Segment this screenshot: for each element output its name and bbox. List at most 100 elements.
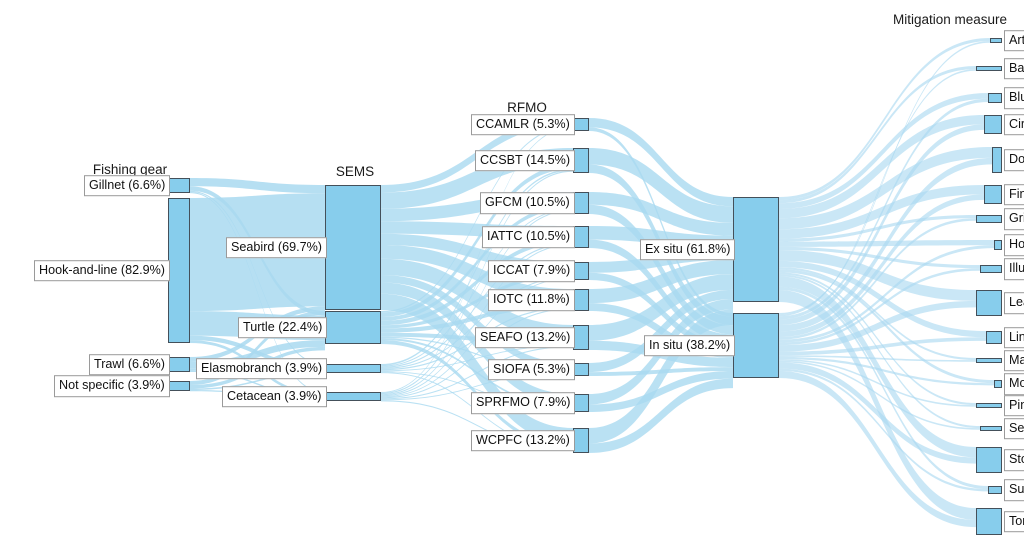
node-mitigation-17[interactable] [976, 508, 1002, 535]
sankey-link [381, 244, 573, 397]
node-mitigation-8[interactable] [980, 265, 1002, 273]
sankey-link [779, 355, 976, 362]
node-label-mitigation-8: Illuminator (2.6%) [1004, 258, 1024, 280]
sankey-link [381, 302, 573, 333]
sankey-link [381, 345, 573, 372]
sankey-link [589, 378, 733, 453]
node-sems-3[interactable] [325, 392, 381, 401]
node-label-mitigation-11: Magnet (1.3%) [1004, 349, 1024, 372]
node-label-sems-2: Elasmobranch (3.9%) [196, 357, 328, 380]
node-fishing_gear-3[interactable] [168, 381, 190, 391]
sankey-link [381, 208, 573, 367]
sankey-link [589, 148, 733, 223]
sankey-link [589, 127, 733, 317]
node-label-mitigation-4: Double-weight branch line (13.2%) [1004, 149, 1024, 171]
node-label-fishing_gear-0: Gillnet (6.6%) [84, 174, 171, 197]
node-sems-0[interactable] [325, 185, 381, 310]
sankey-link [381, 400, 573, 451]
node-rfmo-1[interactable] [573, 148, 589, 173]
node-label-rfmo-8: SPRFMO (7.9%) [471, 392, 576, 414]
node-fishing_gear-0[interactable] [168, 178, 190, 193]
node-rfmo-4[interactable] [573, 262, 589, 280]
sankey-link [381, 170, 573, 395]
sankey-link [779, 41, 990, 315]
node-mitigation-4[interactable] [992, 147, 1002, 173]
node-label-sems-0: Seabird (69.7%) [226, 236, 328, 259]
node-mitigation-5[interactable] [984, 185, 1002, 204]
sankey-link [779, 267, 976, 361]
node-fishing_gear-2[interactable] [168, 357, 190, 372]
node-fishing_gear-1[interactable] [168, 198, 190, 343]
node-mitigation-13[interactable] [976, 403, 1002, 408]
sankey-link [779, 93, 988, 209]
node-mitigation-2[interactable] [988, 93, 1002, 103]
sankey-link [779, 274, 980, 429]
node-label-rfmo-6: SEAFO (13.2%) [475, 326, 576, 349]
node-mitigation-14[interactable] [980, 426, 1002, 431]
node-rfmo-6[interactable] [573, 325, 589, 350]
node-label-mitigation-1: Baffler (1.3%) [1004, 57, 1024, 80]
node-rfmo-2[interactable] [573, 192, 589, 214]
node-label-rfmo-3: IATTC (10.5%) [482, 226, 576, 248]
sankey-link [190, 310, 325, 385]
node-mitigation-12[interactable] [994, 380, 1002, 388]
sankey-link [381, 346, 573, 400]
sankey-link [779, 38, 990, 201]
node-rfmo-3[interactable] [573, 226, 589, 248]
sankey-link [589, 192, 733, 236]
node-mitigation-3[interactable] [984, 115, 1002, 134]
sankey-link [381, 204, 573, 321]
node-label-fishing_gear-3: Not specific (3.9%) [54, 375, 170, 397]
sankey-link [779, 362, 976, 464]
node-label-situ-0: Ex situ (61.8%) [640, 238, 736, 261]
sankey-link [779, 359, 976, 407]
node-mitigation-15[interactable] [976, 447, 1002, 473]
node-label-mitigation-14: Setting funnel (1.3%) [1004, 417, 1024, 440]
node-label-sems-1: Turtle (22.4%) [238, 316, 328, 339]
node-label-rfmo-5: IOTC (11.8%) [488, 289, 575, 311]
sankey-link [779, 115, 984, 219]
sankey-link [779, 268, 980, 346]
node-rfmo-7[interactable] [573, 363, 589, 376]
sankey-link [381, 276, 573, 370]
node-mitigation-0[interactable] [990, 38, 1002, 43]
node-label-mitigation-7: Hook-shielding device (3.9%) [1004, 234, 1024, 256]
sankey-link [779, 269, 994, 384]
sankey-link [779, 290, 976, 520]
node-mitigation-11[interactable] [976, 358, 1002, 363]
sankey-link [779, 286, 988, 490]
node-mitigation-9[interactable] [976, 290, 1002, 316]
sankey-link [779, 66, 976, 204]
node-label-mitigation-0: Artificial shark model (1.3%) [1004, 29, 1024, 52]
column-header-sems: SEMS [335, 164, 375, 179]
node-rfmo-0[interactable] [573, 118, 589, 131]
node-label-mitigation-3: Circle hook (7.9%) [1004, 113, 1024, 136]
node-label-mitigation-17: Toriline (14.5%) [1004, 510, 1024, 533]
node-mitigation-16[interactable] [988, 486, 1002, 494]
node-rfmo-5[interactable] [573, 289, 589, 311]
node-rfmo-9[interactable] [573, 428, 589, 453]
sankey-link [779, 272, 976, 406]
sankey-link [190, 178, 325, 194]
node-mitigation-1[interactable] [976, 66, 1002, 71]
node-label-mitigation-12: Monofilament nylon gangion (A) (2.6%) [1004, 373, 1024, 395]
sankey-link [381, 126, 573, 393]
sankey-link [779, 124, 984, 326]
node-mitigation-10[interactable] [986, 331, 1002, 344]
node-label-rfmo-4: ICCAT (7.9%) [488, 260, 576, 282]
node-mitigation-6[interactable] [976, 215, 1002, 223]
node-label-fishing_gear-2: Trawl (6.6%) [89, 353, 170, 376]
sankey-link [381, 293, 573, 445]
node-situ-0[interactable] [733, 197, 779, 302]
node-sems-1[interactable] [325, 311, 381, 344]
node-mitigation-7[interactable] [994, 240, 1002, 250]
sankey-link [779, 98, 988, 320]
node-situ-1[interactable] [733, 313, 779, 378]
sankey-link [779, 215, 976, 242]
node-label-mitigation-13: Pinger (1.3%) [1004, 394, 1024, 417]
sankey-link [190, 370, 325, 398]
node-sems-2[interactable] [325, 364, 381, 373]
column-header-mitigation-measure: Mitigation measure [892, 12, 1008, 27]
node-label-rfmo-7: SIOFA (5.3%) [488, 358, 575, 381]
